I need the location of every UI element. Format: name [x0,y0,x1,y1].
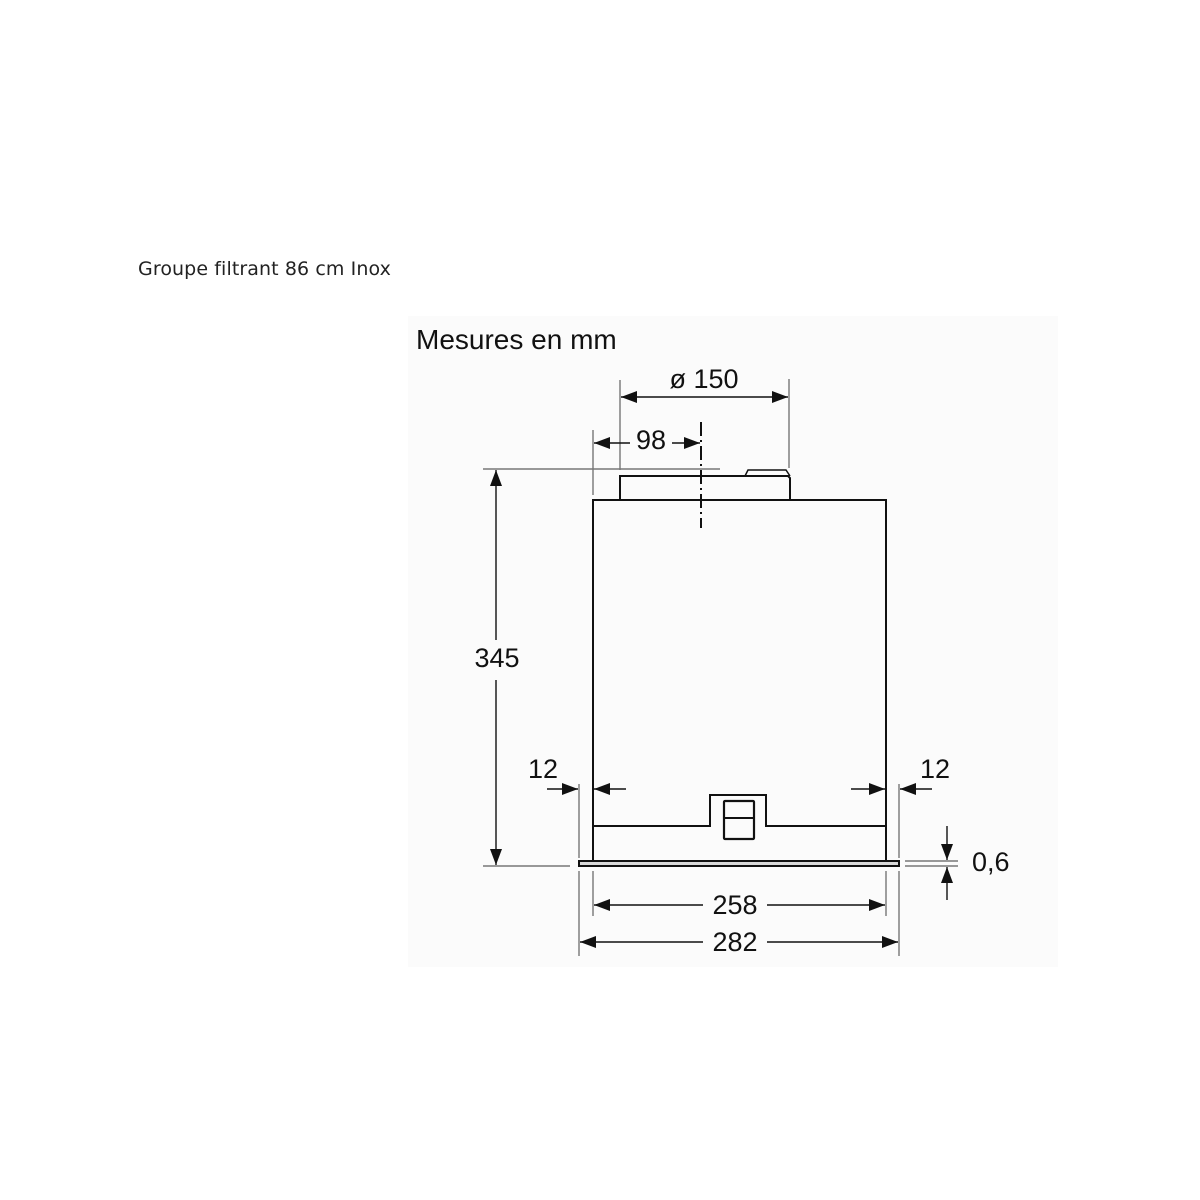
svg-text:258: 258 [712,890,757,920]
svg-text:282: 282 [712,927,757,957]
hood-body [578,469,900,867]
dim-frame-thickness: 0,6 [941,826,1010,900]
dim-left-margin: 12 [528,754,626,795]
extension-lines [483,379,958,956]
dim-inner-width: 258 [594,890,885,920]
svg-text:0,6: 0,6 [972,847,1010,877]
dim-height: 345 [474,470,520,865]
svg-text:12: 12 [920,754,950,784]
dim-right-margin: 12 [851,754,950,795]
drawing-title: Mesures en mm [416,324,617,355]
svg-text:12: 12 [528,754,558,784]
dim-duct-offset: 98 [594,425,700,455]
dim-duct-diameter: ø 150 [621,364,788,403]
product-caption: Groupe filtrant 86 cm Inox [138,258,391,280]
svg-text:98: 98 [636,425,666,455]
svg-text:ø 150: ø 150 [669,364,738,394]
svg-text:345: 345 [474,643,519,673]
dim-outer-width: 282 [580,927,898,957]
